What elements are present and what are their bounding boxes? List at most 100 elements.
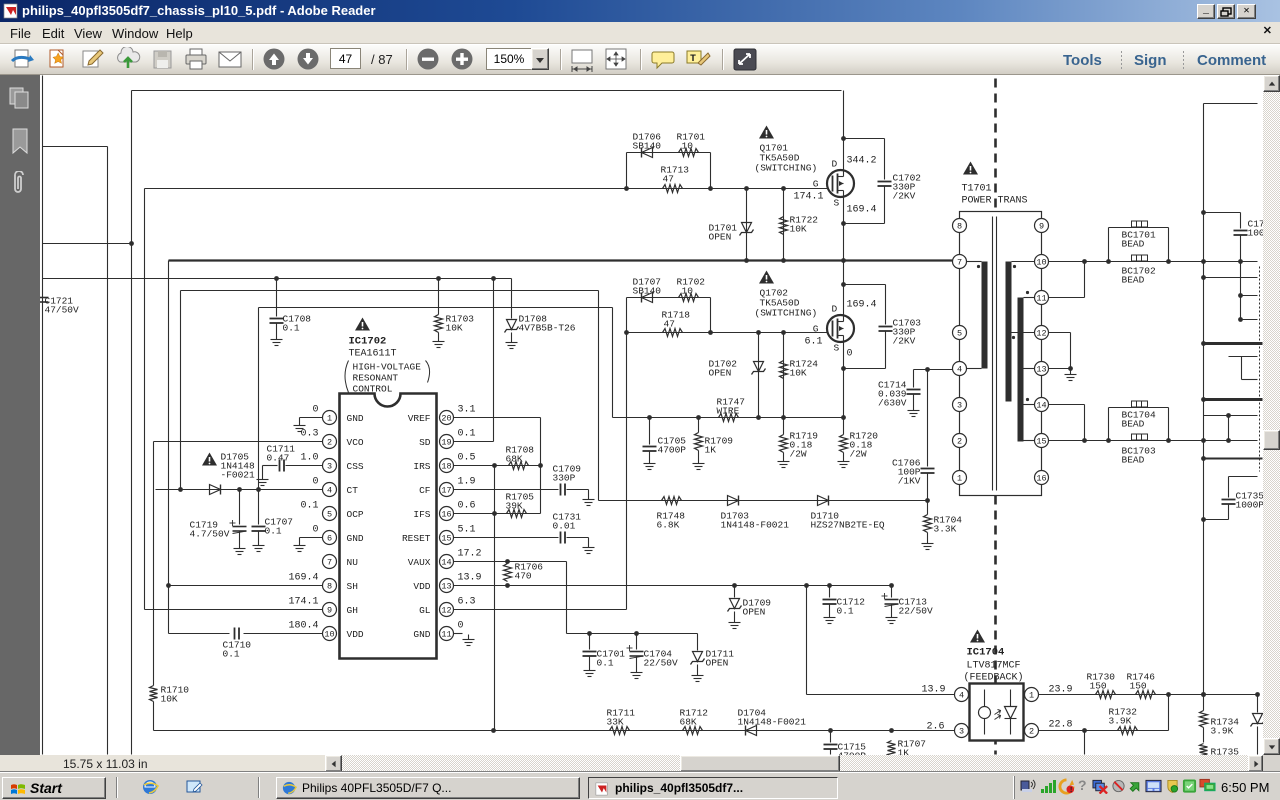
svg-text:BC1701: BC1701 — [1122, 230, 1157, 241]
svg-text:G: G — [813, 324, 819, 335]
svg-text:1.0: 1.0 — [300, 453, 318, 464]
svg-text:D1703: D1703 — [721, 511, 750, 522]
svg-text:IC1704: IC1704 — [967, 647, 1005, 659]
svg-text:344.2: 344.2 — [847, 156, 877, 167]
svg-text:CF: CF — [419, 485, 431, 496]
svg-text:R1704: R1704 — [934, 515, 963, 526]
svg-text:0: 0 — [312, 525, 318, 536]
svg-text:R1705: R1705 — [506, 492, 535, 503]
svg-text:D1708: D1708 — [519, 314, 548, 325]
svg-text:-F0021: -F0021 — [221, 470, 256, 481]
svg-text:10K: 10K — [446, 323, 463, 334]
svg-text:RESONANT: RESONANT — [353, 373, 399, 384]
svg-text:22.8: 22.8 — [1049, 720, 1073, 731]
svg-text:3.9K: 3.9K — [1109, 716, 1132, 727]
svg-text:R1722: R1722 — [790, 215, 819, 226]
svg-text:R1730: R1730 — [1087, 672, 1116, 683]
svg-text:!: ! — [1069, 787, 1074, 795]
svg-text:R1707: R1707 — [898, 739, 927, 750]
svg-text:12: 12 — [441, 606, 451, 616]
svg-text:16: 16 — [441, 510, 451, 520]
svg-text:15: 15 — [1036, 437, 1046, 447]
svg-text:16: 16 — [1036, 474, 1046, 484]
svg-text:4V7B5B-T26: 4V7B5B-T26 — [519, 323, 576, 334]
svg-text:R1713: R1713 — [661, 165, 690, 176]
svg-text:0.47: 0.47 — [267, 453, 290, 464]
svg-text:13: 13 — [1036, 365, 1046, 375]
svg-text:1N4148: 1N4148 — [221, 461, 256, 472]
svg-text:3.9K: 3.9K — [1211, 726, 1234, 737]
svg-text:C1714: C1714 — [878, 380, 907, 391]
svg-text:R1719: R1719 — [790, 431, 819, 442]
svg-text:47/50V: 47/50V — [45, 305, 80, 316]
svg-text:10: 10 — [324, 630, 334, 640]
svg-text:(SWITCHING): (SWITCHING) — [755, 308, 818, 319]
svg-text:C1731: C1731 — [553, 512, 582, 523]
svg-text:180.4: 180.4 — [288, 621, 318, 632]
svg-text:T: T — [690, 54, 696, 65]
svg-text:3.1: 3.1 — [458, 405, 476, 416]
svg-text:17: 17 — [441, 486, 451, 496]
svg-text:/1KV: /1KV — [898, 476, 921, 487]
svg-text:D1705: D1705 — [221, 452, 250, 463]
svg-text:/2KV: /2KV — [893, 191, 916, 202]
svg-text:R1706: R1706 — [515, 562, 544, 573]
svg-text:4: 4 — [327, 486, 332, 496]
svg-text:/2W: /2W — [850, 449, 867, 460]
svg-text:3: 3 — [957, 401, 962, 411]
svg-text:0.039: 0.039 — [878, 389, 907, 400]
svg-text:BEAD: BEAD — [1122, 275, 1145, 286]
svg-text:R1711: R1711 — [607, 708, 636, 719]
svg-text:18: 18 — [441, 462, 451, 472]
svg-text:R1709: R1709 — [705, 436, 734, 447]
svg-text:/2W: /2W — [790, 449, 807, 460]
svg-text:0: 0 — [458, 621, 464, 632]
svg-text:(FEEDBACK): (FEEDBACK) — [964, 672, 1024, 684]
svg-text:330P: 330P — [893, 327, 916, 338]
svg-text:D: D — [832, 159, 838, 170]
svg-text:68K: 68K — [680, 717, 697, 728]
svg-text:TK5A50D: TK5A50D — [760, 153, 800, 164]
svg-text:TEA1611T: TEA1611T — [349, 349, 397, 360]
svg-text:GH: GH — [347, 605, 358, 616]
svg-text:10: 10 — [1036, 258, 1046, 268]
svg-text:OCP: OCP — [347, 509, 364, 520]
svg-text:1N4148-F0021: 1N4148-F0021 — [721, 520, 790, 531]
svg-text:D1707: D1707 — [633, 277, 662, 288]
svg-text:HIGH-VOLTAGE: HIGH-VOLTAGE — [353, 362, 422, 373]
svg-text:0.1: 0.1 — [223, 649, 240, 660]
svg-text:BC1704: BC1704 — [1122, 410, 1157, 421]
svg-text:R1748: R1748 — [657, 511, 686, 522]
svg-text:C1702: C1702 — [893, 173, 922, 184]
svg-text:D1701: D1701 — [709, 223, 738, 234]
svg-text:VCO: VCO — [347, 437, 364, 448]
svg-text:C1703: C1703 — [893, 318, 922, 329]
svg-text:4700P: 4700P — [838, 751, 867, 756]
svg-text:6.8K: 6.8K — [657, 520, 680, 531]
svg-text:6: 6 — [327, 534, 332, 544]
svg-text:Q1702: Q1702 — [760, 288, 789, 299]
svg-text:SH: SH — [347, 581, 358, 592]
svg-text:GND: GND — [347, 413, 364, 424]
svg-text:11: 11 — [441, 630, 451, 640]
svg-text:330P: 330P — [893, 182, 916, 193]
svg-text:1K: 1K — [705, 445, 717, 456]
svg-text:POWER TRANS: POWER TRANS — [962, 196, 1028, 207]
svg-text:169.4: 169.4 — [847, 205, 877, 216]
svg-text:BEAD: BEAD — [1122, 239, 1145, 250]
svg-text:SB140: SB140 — [633, 286, 662, 297]
svg-text:22/50V: 22/50V — [899, 606, 934, 617]
svg-text:R1732: R1732 — [1109, 707, 1138, 718]
svg-text:C1713: C1713 — [899, 597, 928, 608]
svg-text:R1701: R1701 — [677, 132, 706, 143]
svg-text:0.5: 0.5 — [458, 453, 476, 464]
svg-text:D1706: D1706 — [633, 132, 662, 143]
svg-text:2: 2 — [1029, 727, 1034, 737]
svg-text:R1708: R1708 — [506, 445, 535, 456]
svg-text:D1702: D1702 — [709, 359, 738, 370]
svg-text:BC1703: BC1703 — [1122, 446, 1157, 457]
svg-text:0.1: 0.1 — [283, 323, 300, 334]
svg-text:8: 8 — [957, 222, 962, 232]
svg-text:CT: CT — [347, 485, 359, 496]
svg-text:4: 4 — [957, 365, 962, 375]
